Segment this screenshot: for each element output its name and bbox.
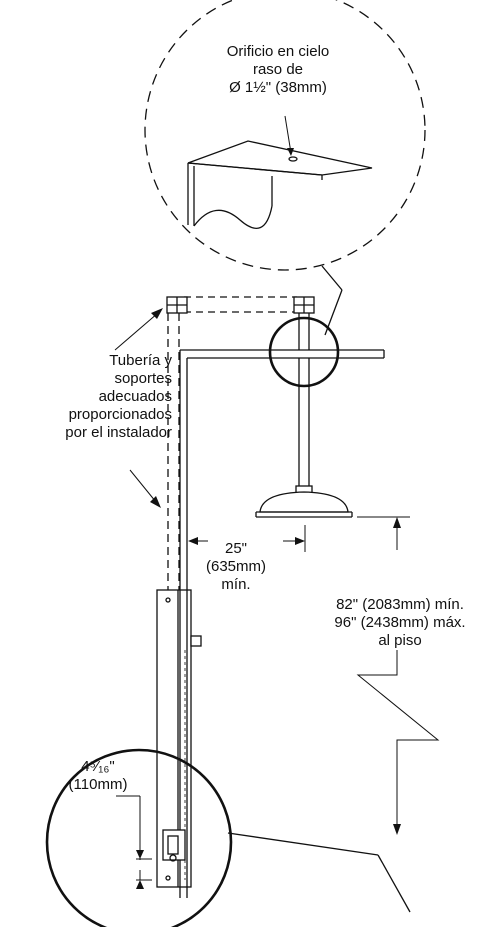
detail-leader-line xyxy=(321,265,343,291)
clearance-label-line-2: (635mm) xyxy=(205,558,266,575)
clearance-label-line-3: mín. xyxy=(221,576,251,593)
panel-depth-label-line-2: (110mm) xyxy=(68,776,128,793)
supply-pipe-label-line-1: Tubería y xyxy=(109,352,172,369)
panel-depth-dimension xyxy=(116,795,152,889)
ceiling-hole-label-line-2: raso de xyxy=(252,61,304,78)
clearance-dimension xyxy=(188,525,306,552)
supply-pipe-label-line-3: adecuados xyxy=(98,388,172,405)
supply-pipe-top xyxy=(184,296,297,313)
pipe-elbow-left xyxy=(166,296,188,314)
floor-height-label-line-3: al piso xyxy=(378,632,422,649)
ceiling-plate-detail xyxy=(187,115,373,229)
supply-pipe-label-line-4: proporcionados xyxy=(68,406,172,423)
pipe-label-arrow-up xyxy=(114,312,159,351)
valve-leader-line xyxy=(227,832,379,856)
supply-pipe-vertical xyxy=(167,313,180,590)
shower-head xyxy=(255,485,353,518)
ceiling-hole-label: Orificio en cielo raso de Ø 1½" (38mm) xyxy=(178,43,378,97)
ceiling-detail-circle xyxy=(144,0,426,271)
supply-pipe-label-line-5: por el instalador xyxy=(65,424,172,441)
ceiling-hole-label-line-3: Ø 1½" (38mm) xyxy=(229,79,327,96)
floor-height-dimension xyxy=(356,516,440,835)
ceiling-bracket xyxy=(179,349,385,590)
valve-detail-circle xyxy=(45,748,233,927)
ceiling-connection-circle xyxy=(268,316,340,388)
supply-pipe-label: Tubería y soportes adecuados proporciona… xyxy=(0,352,172,442)
clearance-label-line-1: 25" xyxy=(224,540,247,557)
floor-height-label-line-1: 82" (2083mm) mín. xyxy=(336,596,464,613)
floor-height-label: 82" (2083mm) mín. 96" (2438mm) máx. al p… xyxy=(300,596,487,650)
panel-depth-label-line-1: 4⁵⁄₁₆" xyxy=(81,758,115,775)
clearance-label: 25" (635mm) mín. xyxy=(196,540,276,594)
pipe-elbow-right xyxy=(293,296,315,314)
valve-panel xyxy=(156,589,202,898)
supply-pipe-label-line-2: soportes xyxy=(114,370,172,387)
pipe-label-arrow-down xyxy=(129,469,157,503)
panel-depth-label: 4⁵⁄₁₆" (110mm) xyxy=(58,758,138,794)
floor-height-label-line-2: 96" (2438mm) máx. xyxy=(334,614,466,631)
ceiling-hole-label-line-1: Orificio en cielo xyxy=(226,43,330,60)
ceiling-hole xyxy=(288,156,298,162)
